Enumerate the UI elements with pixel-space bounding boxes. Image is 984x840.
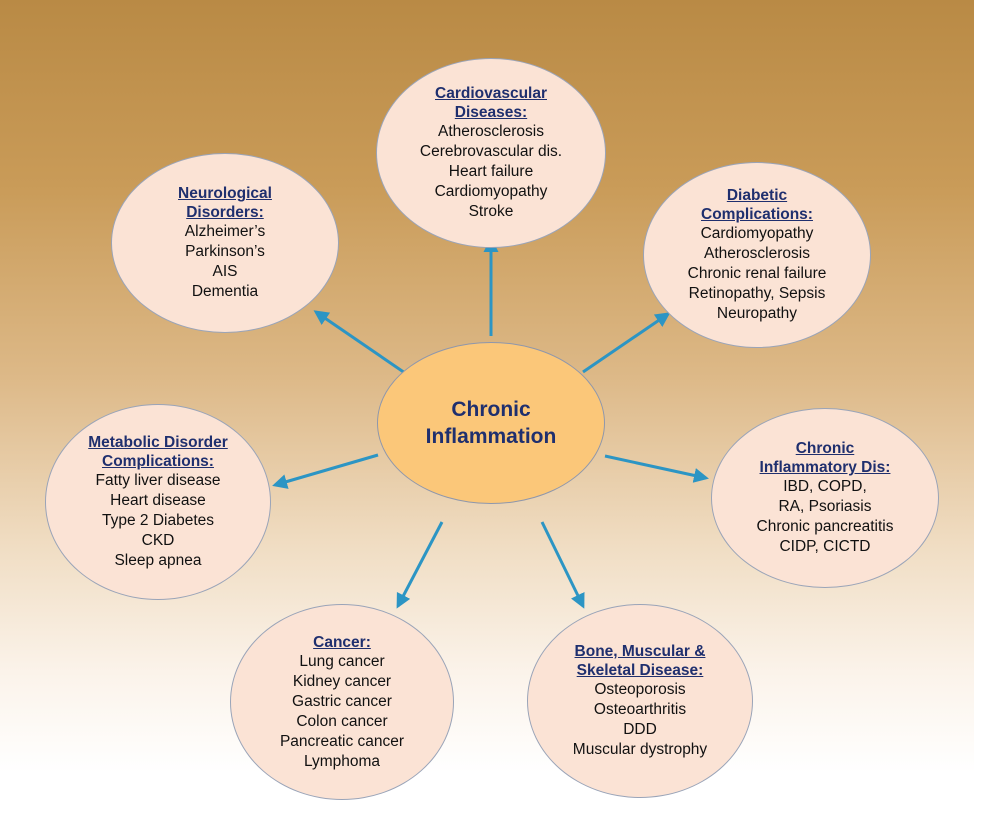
node-cardiovascular-title-line: Diseases: xyxy=(454,104,528,121)
node-diabetic-item: Retinopathy, Sepsis xyxy=(688,285,826,302)
node-metabolic: Metabolic Disorder Complications: Fatty … xyxy=(45,404,271,600)
node-chronic-inflammatory-item: CIDP, CICTD xyxy=(779,538,871,555)
node-bone-muscular-title: Bone, Muscular & Skeletal Disease: xyxy=(575,642,706,680)
arrow-to-inflammatory xyxy=(604,454,709,483)
center-node-label-line: Chronic xyxy=(451,398,531,421)
node-bone-muscular-item: Osteoporosis xyxy=(594,681,686,698)
node-diabetic-title-line: Diabetic xyxy=(726,187,788,204)
arrow-to-cancer xyxy=(396,521,444,609)
center-node-label-line: Inflammation xyxy=(425,425,557,448)
node-neurological-title-line: Neurological xyxy=(178,185,272,202)
arrow-to-bone xyxy=(540,521,585,609)
arrow-to-metabolic xyxy=(272,453,379,489)
node-diabetic-title: Diabetic Complications: xyxy=(701,186,813,224)
node-cardiovascular-items: Atherosclerosis Cerebrovascular dis. Hea… xyxy=(420,122,562,222)
node-cardiovascular-item: Stroke xyxy=(468,203,514,220)
node-bone-muscular-title-line: Skeletal Disease: xyxy=(576,662,704,679)
node-bone-muscular-item: DDD xyxy=(623,721,657,738)
node-diabetic-item: Cardiomyopathy xyxy=(700,225,814,242)
node-neurological-item: Alzheimer’s xyxy=(184,223,266,240)
node-chronic-inflammatory-title: Chronic Inflammatory Dis: xyxy=(760,439,891,477)
node-chronic-inflammatory-item: RA, Psoriasis xyxy=(778,498,872,515)
node-neurological-items: Alzheimer’s Parkinson’s AIS Dementia xyxy=(185,222,265,302)
node-diabetic: Diabetic Complications: Cardiomyopathy A… xyxy=(643,162,871,348)
node-metabolic-item: CKD xyxy=(141,532,175,549)
node-cardiovascular-title: Cardiovascular Diseases: xyxy=(435,84,547,122)
node-bone-muscular-items: Osteoporosis Osteoarthritis DDD Muscular… xyxy=(573,680,707,760)
node-bone-muscular-item: Muscular dystrophy xyxy=(572,741,708,758)
node-diabetic-title-line: Complications: xyxy=(701,206,813,223)
node-neurological: Neurological Disorders: Alzheimer’s Park… xyxy=(111,153,339,333)
node-bone-muscular-item: Osteoarthritis xyxy=(593,701,687,718)
node-chronic-inflammatory: Chronic Inflammatory Dis: IBD, COPD, RA,… xyxy=(711,408,939,588)
node-diabetic-item: Atherosclerosis xyxy=(704,245,810,262)
node-cancer-item: Kidney cancer xyxy=(292,672,392,690)
node-metabolic-items: Fatty liver disease Heart disease Type 2… xyxy=(96,471,221,571)
node-chronic-inflammatory-item: IBD, COPD, xyxy=(783,478,867,495)
node-neurological-item: Parkinson’s xyxy=(185,243,265,260)
node-cancer-item: Lymphoma xyxy=(303,752,381,770)
node-chronic-inflammatory-title-line: Inflammatory Dis: xyxy=(759,459,891,476)
node-diabetic-item: Neuropathy xyxy=(716,305,798,322)
node-cancer-title-line: Cancer: xyxy=(313,633,371,651)
node-cancer: Cancer: Lung cancer Kidney cancer Gastri… xyxy=(230,604,454,800)
node-bone-muscular: Bone, Muscular & Skeletal Disease: Osteo… xyxy=(527,604,753,798)
node-cardiovascular-item: Cardiomyopathy xyxy=(434,183,548,200)
node-metabolic-title: Metabolic Disorder Complications: xyxy=(88,433,228,471)
node-neurological-title-line: Disorders: xyxy=(186,204,264,221)
center-node-label: Chronic Inflammation xyxy=(426,396,557,450)
node-neurological-item: AIS xyxy=(212,263,238,280)
center-node-chronic-inflammation: Chronic Inflammation xyxy=(377,342,605,504)
node-bone-muscular-title-line: Bone, Muscular & xyxy=(574,643,706,660)
node-metabolic-item: Sleep apnea xyxy=(114,552,202,569)
arrow-to-neurological xyxy=(313,310,406,375)
node-diabetic-item: Chronic renal failure xyxy=(687,265,827,282)
node-chronic-inflammatory-item: Chronic pancreatitis xyxy=(756,518,894,535)
node-metabolic-title-line: Metabolic Disorder xyxy=(88,434,228,451)
node-neurological-title: Neurological Disorders: xyxy=(178,184,272,222)
node-metabolic-item: Heart disease xyxy=(110,492,206,509)
node-cardiovascular: Cardiovascular Diseases: Atherosclerosis… xyxy=(376,58,606,248)
node-chronic-inflammatory-title-line: Chronic xyxy=(795,440,855,457)
node-cancer-item: Gastric cancer xyxy=(292,692,392,710)
node-cancer-item: Colon cancer xyxy=(296,712,388,730)
node-cancer-items: Lung cancer Kidney cancer Gastric cancer… xyxy=(280,652,404,772)
node-cancer-title: Cancer: xyxy=(313,633,371,652)
node-cardiovascular-item: Atherosclerosis xyxy=(438,123,544,140)
node-diabetic-items: Cardiomyopathy Atherosclerosis Chronic r… xyxy=(688,224,827,324)
node-metabolic-title-line: Complications: xyxy=(102,453,214,470)
node-metabolic-item: Fatty liver disease xyxy=(95,472,221,489)
node-chronic-inflammatory-items: IBD, COPD, RA, Psoriasis Chronic pancrea… xyxy=(757,477,894,557)
node-cardiovascular-item: Cerebrovascular dis. xyxy=(419,143,563,160)
node-cancer-item: Lung cancer xyxy=(299,652,385,670)
node-cardiovascular-item: Heart failure xyxy=(448,163,534,180)
node-metabolic-item: Type 2 Diabetes xyxy=(101,512,214,529)
node-neurological-item: Dementia xyxy=(191,283,259,300)
arrow-to-diabetic xyxy=(582,312,671,374)
node-cancer-item: Pancreatic cancer xyxy=(279,732,405,750)
node-cardiovascular-title-line: Cardiovascular xyxy=(435,85,547,102)
right-edge-strip xyxy=(974,0,984,840)
